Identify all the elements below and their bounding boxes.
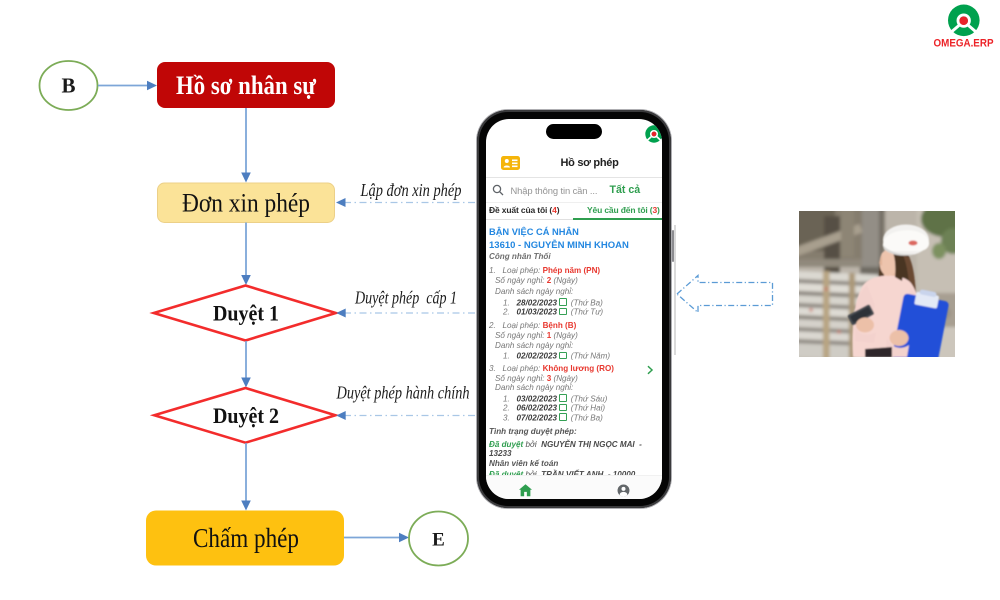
svg-text:Duyệt 1: Duyệt 1 <box>213 301 279 326</box>
svg-text:Chấm phép: Chấm phép <box>193 523 299 553</box>
svg-text:Duyệt 2: Duyệt 2 <box>213 403 279 428</box>
svg-text:OMEGA.ERP: OMEGA.ERP <box>934 38 994 50</box>
svg-text:Duyệt phép hành chính: Duyệt phép hành chính <box>336 383 470 403</box>
svg-text:Duyệt phép cấp 1: Duyệt phép cấp 1 <box>354 288 457 308</box>
svg-text:Lập đơn xin phép: Lập đơn xin phép <box>360 180 462 200</box>
svg-text:B: B <box>61 74 75 98</box>
svg-text:Đơn xin phép: Đơn xin phép <box>182 189 310 218</box>
svg-text:Hồ sơ nhân sự: Hồ sơ nhân sự <box>176 71 316 100</box>
svg-text:E: E <box>432 530 445 551</box>
